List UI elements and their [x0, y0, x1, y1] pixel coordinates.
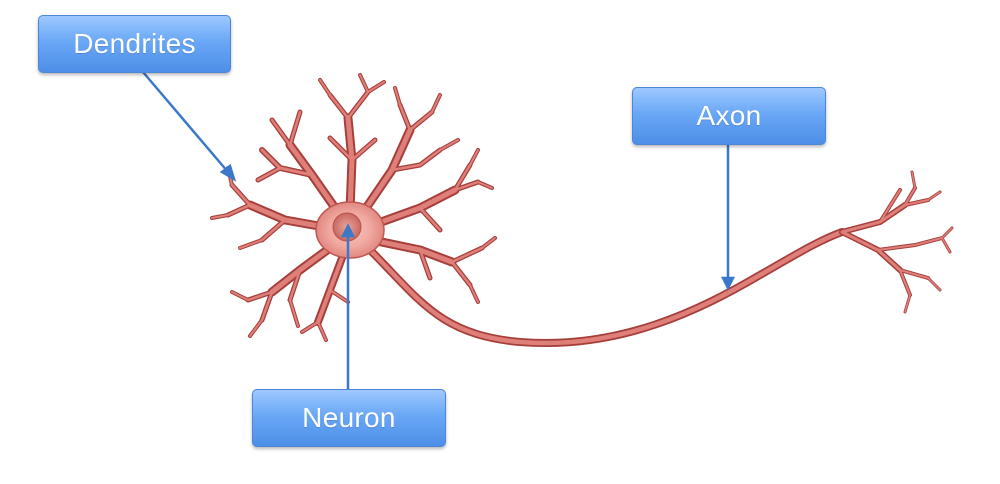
neuron-label: Neuron — [252, 389, 446, 447]
neuron-arrowhead — [340, 223, 356, 238]
axon-fiber — [368, 228, 846, 347]
dendrite-fill — [211, 74, 496, 341]
axon-arrowhead — [720, 276, 736, 291]
axon-terminals — [839, 170, 954, 314]
dendrites-branches — [210, 73, 497, 342]
dendrites-arrowhead — [219, 163, 237, 182]
dendrites-label: Dendrites — [38, 15, 231, 73]
axon-label: Axon — [632, 87, 826, 145]
dendrites-pointer — [142, 71, 229, 173]
pointer-lines — [142, 71, 736, 389]
